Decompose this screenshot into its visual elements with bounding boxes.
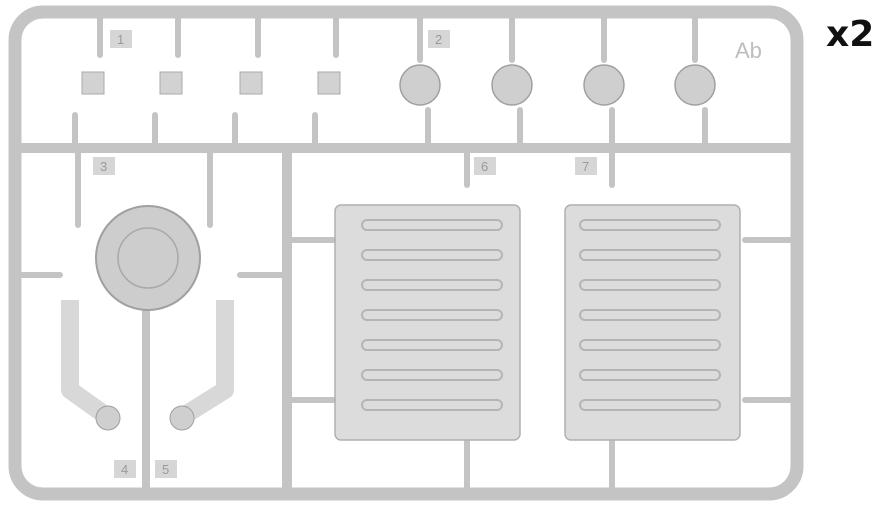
part-number-1: 1 bbox=[117, 32, 124, 47]
part-number-3: 3 bbox=[100, 159, 107, 174]
part-number-7: 7 bbox=[582, 159, 589, 174]
panel-7 bbox=[564, 204, 741, 441]
part-number-2: 2 bbox=[435, 32, 442, 47]
part-number-4: 4 bbox=[121, 462, 128, 477]
part-number-5: 5 bbox=[162, 462, 169, 477]
sprue-code: Ab bbox=[735, 38, 762, 63]
quantity-label: x2 bbox=[826, 14, 875, 55]
panel-6 bbox=[334, 204, 521, 441]
hatch-disc bbox=[95, 205, 201, 311]
part-number-6: 6 bbox=[481, 159, 488, 174]
sprue-frame bbox=[8, 5, 804, 501]
